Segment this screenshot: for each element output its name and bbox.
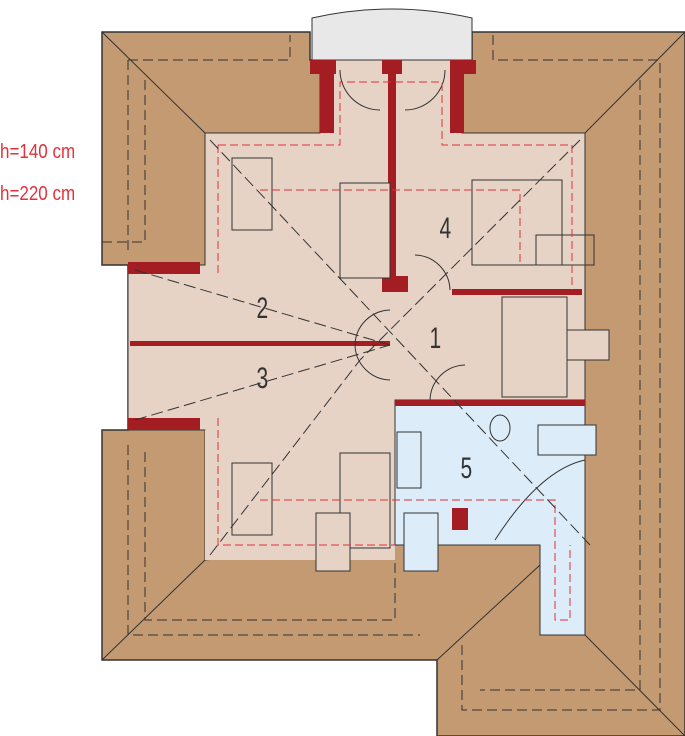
walls (128, 60, 585, 530)
roof-ridges (101, 31, 685, 736)
doors (339, 69, 466, 401)
room-2-label: 2 (256, 292, 269, 325)
room-3-label: 3 (256, 362, 269, 395)
furniture (231, 157, 610, 572)
bay-window (311, 8, 473, 61)
room-4-label: 4 (439, 212, 452, 245)
ceiling-lines (134, 139, 591, 556)
height-label-140: h=140 cm (0, 141, 76, 163)
eave-dashed (102, 35, 661, 711)
low-height-lines (217, 81, 573, 621)
room-1-label: 1 (429, 322, 442, 355)
room-5-label: 5 (460, 452, 473, 485)
height-label-220: h=220 cm (0, 183, 76, 205)
